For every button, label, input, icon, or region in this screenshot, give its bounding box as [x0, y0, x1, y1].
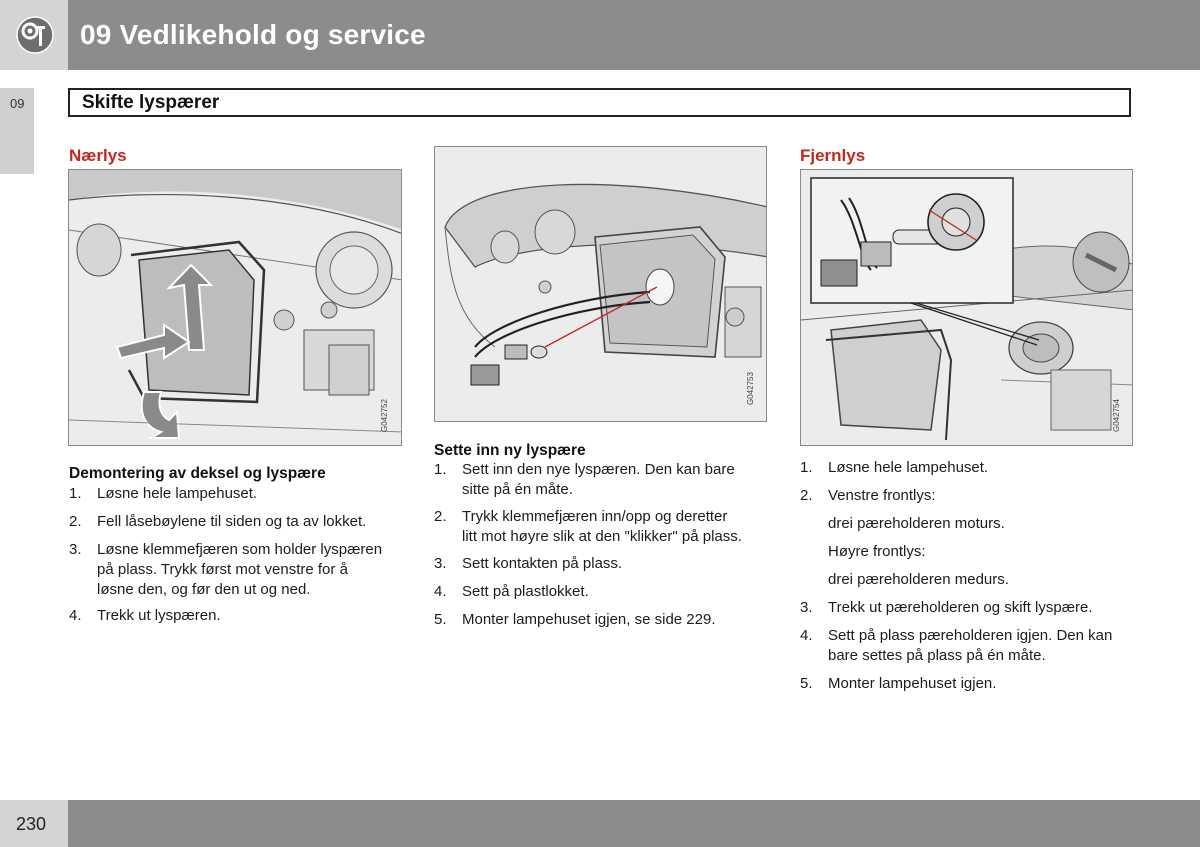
step-text-line: bare settes på plass på én måte.: [828, 647, 1046, 664]
step-text-line: drei pæreholderen moturs.: [828, 515, 1005, 532]
step-text: Sett på plass pæreholderen igjen. Den ka…: [828, 626, 1112, 666]
figure-code: G042752: [380, 399, 389, 432]
headlamp-cover-illustration: [69, 170, 401, 445]
step-text-line: løsne den, og før den ut og ned.: [97, 581, 311, 598]
step-text: Trekk ut pæreholderen og skift lyspære.: [828, 598, 1093, 618]
subheading-low-beam: Nærlys: [69, 146, 127, 165]
step-number: 1.: [69, 485, 82, 502]
header-bar: [68, 0, 1200, 70]
step-text-line: Sett inn den nye lyspæren. Den kan bare: [462, 461, 735, 478]
step-text: drei pæreholderen moturs.: [828, 514, 1005, 534]
step-text-line: Sett kontakten på plass.: [462, 555, 623, 572]
footer-bar: [68, 800, 1200, 847]
step-text-line: Løsne hele lampehuset.: [97, 485, 258, 502]
step-number: 3.: [69, 541, 82, 558]
step-text-line: Sett på plass pæreholderen igjen. Den ka…: [828, 627, 1113, 644]
headlamp-bulb-illustration: [435, 147, 766, 421]
step-text: Venstre frontlys:: [828, 486, 936, 506]
step-text: Fell låsebøylene til siden og ta av lokk…: [97, 512, 366, 532]
step-text-line: sitte på én måte.: [462, 481, 573, 498]
step-text-line: Trekk ut lyspæren.: [97, 607, 221, 624]
step-number: 2.: [434, 508, 447, 525]
figure-code: G042753: [746, 372, 755, 405]
step-number: 5.: [434, 611, 447, 628]
step-text: Monter lampehuset igjen.: [828, 674, 996, 694]
step-text: Monter lampehuset igjen, se side 229.: [462, 610, 715, 630]
chapter-title: 09 Vedlikehold og service: [80, 19, 426, 50]
step-text: Høyre frontlys:: [828, 542, 926, 562]
figure-code: G042754: [1112, 399, 1121, 432]
chapter-side-tab: [0, 88, 34, 174]
page-number: 230: [16, 814, 47, 834]
step-text: Løsne klemmefjæren som holder lyspæren på…: [97, 540, 382, 600]
step-text-line: Trykk klemmefjæren inn/opp og deretter: [462, 508, 728, 525]
step-text-line: Venstre frontlys:: [828, 487, 936, 504]
step-text: Trekk ut lyspæren.: [97, 606, 221, 626]
step-number: 2.: [800, 487, 813, 504]
step-number: 4.: [434, 583, 447, 600]
step-number: 5.: [800, 675, 813, 692]
figure-high-beam: G042754: [800, 169, 1133, 446]
step-number: 3.: [434, 555, 447, 572]
step-text-line: Løsne klemmefjæren som holder lyspæren: [97, 541, 383, 558]
step-number: 3.: [800, 599, 813, 616]
high-beam-illustration: [801, 170, 1132, 445]
step-text: drei pæreholderen medurs.: [828, 570, 1009, 590]
heading-removal: Demontering av deksel og lyspære: [69, 465, 326, 482]
step-text: Løsne hele lampehuset.: [828, 458, 988, 478]
step-text-line: Sett på plastlokket.: [462, 583, 589, 600]
step-number: 1.: [800, 459, 813, 476]
step-text-line: Fell låsebøylene til siden og ta av lokk…: [97, 513, 367, 530]
step-text-line: Høyre frontlys:: [828, 543, 926, 560]
figure-insert-bulb: G042753: [434, 146, 767, 422]
step-text-line: Monter lampehuset igjen, se side 229.: [462, 611, 716, 628]
step-number: 4.: [69, 607, 82, 624]
wrench-gear-icon: [16, 16, 54, 54]
chapter-side-tab-number: 09: [10, 96, 25, 111]
step-text: Løsne hele lampehuset.: [97, 484, 257, 504]
figure-low-beam-removal: G042752: [68, 169, 402, 446]
step-text-line: Monter lampehuset igjen.: [828, 675, 997, 692]
step-text: Sett kontakten på plass.: [462, 554, 622, 574]
footer-tab: [0, 800, 68, 847]
step-text: Sett inn den nye lyspæren. Den kan bare s…: [462, 460, 735, 500]
section-title: Skifte lyspærer: [82, 92, 220, 113]
step-number: 4.: [800, 627, 813, 644]
step-number: 1.: [434, 461, 447, 478]
step-text: Sett på plastlokket.: [462, 582, 589, 602]
heading-insert: Sette inn ny lyspære: [434, 442, 586, 459]
subheading-high-beam: Fjernlys: [800, 146, 866, 165]
step-text-line: litt mot høyre slik at den "klikker" på …: [462, 528, 742, 545]
step-text-line: Trekk ut pæreholderen og skift lyspære.: [828, 599, 1093, 616]
step-text-line: Løsne hele lampehuset.: [828, 459, 989, 476]
step-text-line: på plass. Trykk først mot venstre for å: [97, 561, 348, 578]
step-text-line: drei pæreholderen medurs.: [828, 571, 1009, 588]
step-number: 2.: [69, 513, 82, 530]
section-title-box: [68, 88, 1131, 117]
step-text: Trykk klemmefjæren inn/opp og deretter li…: [462, 507, 742, 547]
